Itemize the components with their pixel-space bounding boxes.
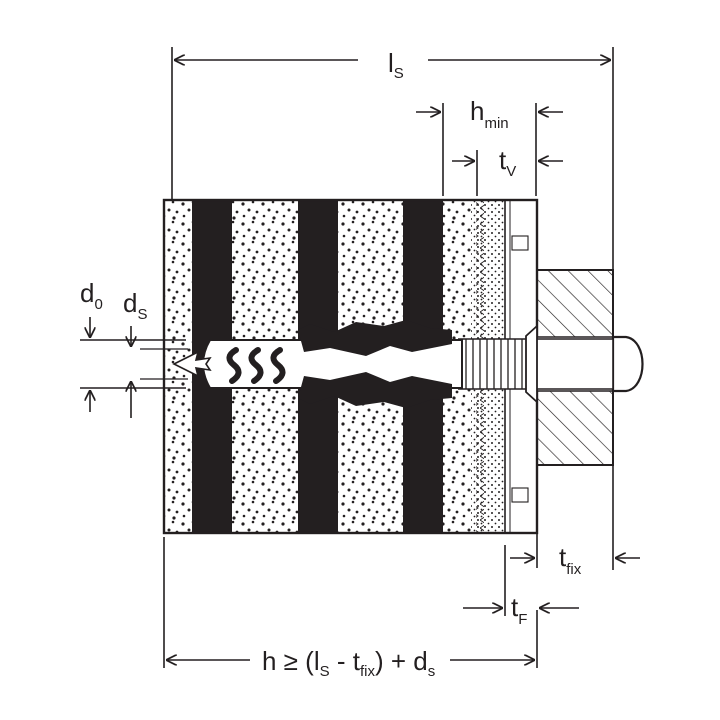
label-ls: lS	[388, 48, 404, 82]
tv-dimension	[452, 150, 563, 196]
tfix-dimension	[510, 465, 640, 570]
h-dimension	[163, 537, 538, 668]
plug-dowel	[172, 320, 463, 408]
label-tv: tV	[499, 145, 516, 180]
dowel-collar	[525, 323, 538, 405]
formula-h: h ≥ (lS - tfix) + ds	[262, 646, 435, 680]
label-ds: dS	[123, 288, 147, 323]
hmin-dimension	[416, 103, 563, 196]
label-hmin: hmin	[470, 96, 509, 132]
screw-threads	[465, 339, 523, 389]
label-tf: tF	[511, 592, 527, 628]
screw-head	[611, 335, 644, 393]
tf-dimension	[463, 545, 579, 616]
ls-dimension	[171, 47, 614, 270]
label-d0: d0	[80, 278, 103, 313]
label-tfix: tfix	[559, 542, 582, 578]
